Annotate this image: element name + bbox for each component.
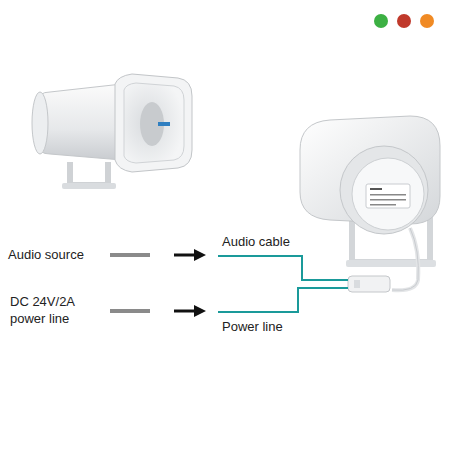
power-source-label: DC 24V/2A power line	[10, 293, 96, 327]
cable-label: Power line	[222, 318, 342, 335]
signal-wires	[110, 249, 348, 317]
cable-label: Audio cable	[222, 233, 342, 250]
horn-speaker-front	[32, 74, 192, 189]
horn-speaker-back	[300, 116, 440, 292]
color-dot	[420, 14, 434, 28]
source-label: Audio source	[8, 246, 108, 263]
color-dot	[374, 14, 388, 28]
color-dot	[397, 14, 411, 28]
